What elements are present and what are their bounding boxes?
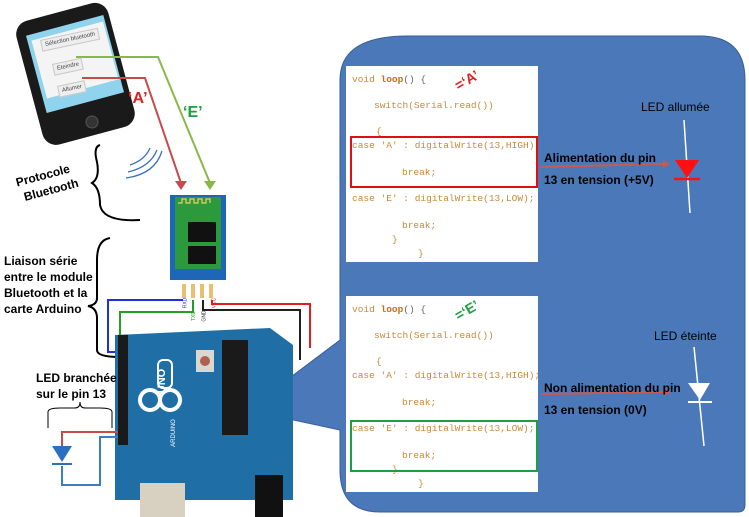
code-line: break; — [402, 167, 437, 178]
signal-line-a — [82, 77, 182, 184]
led-off-title: LED éteinte — [654, 329, 717, 343]
smartphone — [16, 2, 135, 145]
highlight-case-e — [350, 420, 538, 472]
code-line: void loop() { — [352, 74, 427, 85]
code-line: } — [418, 478, 424, 489]
arrow-led-on — [539, 163, 664, 168]
led-on-icon — [675, 160, 699, 178]
code-box-top: void loop() { switch(Serial.read()) { ca… — [346, 66, 541, 262]
highlight-case-a — [350, 136, 538, 188]
code-line: switch(Serial.read()) — [374, 330, 494, 341]
arduino-brand: ARDUINO — [170, 419, 177, 447]
code-line: case 'A' : digitalWrite(13,HIGH); — [352, 370, 541, 381]
wire-vcc — [211, 300, 311, 348]
wire-led-anode — [61, 431, 118, 446]
led-off-icon — [688, 383, 710, 400]
serial-link-label: Liaison série entre le module Bluetooth … — [4, 254, 93, 316]
code-line: break; — [402, 450, 437, 461]
signal-arrow-e — [204, 181, 216, 190]
annotation-a: =‘A’ — [451, 66, 482, 94]
code-line: } — [392, 234, 398, 245]
wire-led-cathode — [61, 436, 118, 486]
code-line: switch(Serial.read()) — [374, 100, 494, 111]
code-box-bottom: void loop() { switch(Serial.read()) { ca… — [346, 296, 541, 492]
brace-led — [47, 401, 113, 428]
bluetooth-waves-icon — [125, 147, 163, 179]
bluetooth-module — [170, 195, 226, 298]
wire-txd — [119, 300, 194, 340]
led-on-description: Alimentation du pin 13 en tension (+5V) — [544, 151, 656, 187]
led-on-title: LED allumée — [641, 100, 710, 114]
signal-arrow-a — [175, 181, 187, 190]
brace-bluetooth — [90, 144, 141, 222]
led-diode-icon — [52, 446, 72, 462]
code-line: break; — [402, 220, 437, 231]
code-line: void loop() { — [352, 304, 427, 315]
pin-label-rxd: RXD — [182, 297, 189, 309]
code-line: } — [392, 464, 398, 475]
code-line: { — [376, 126, 382, 137]
annotation-e: =‘E’ — [451, 296, 482, 324]
code-line: case 'E' : digitalWrite(13,LOW); — [352, 423, 535, 434]
pin-label-vcc: VCC — [211, 297, 218, 309]
signal-e-label: ‘E’ — [183, 104, 203, 121]
brace-serial — [87, 237, 121, 358]
arrow-led-off — [541, 391, 665, 395]
code-line: } — [418, 248, 424, 259]
code-line: case 'A' : digitalWrite(13,HIGH); — [352, 140, 541, 151]
code-line: break; — [402, 397, 437, 408]
wire-gnd — [202, 300, 301, 360]
arduino-board — [115, 328, 293, 517]
signal-line-e — [76, 56, 211, 184]
led-off-description: Non alimentation du pin 13 en tension (0… — [544, 381, 681, 417]
signal-a-label: ‘A’ — [128, 90, 148, 107]
led-pin-label: LED branchée sur le pin 13 — [36, 371, 117, 401]
pin-label-gnd: GND — [201, 310, 208, 322]
code-line: { — [376, 356, 382, 367]
pin-label-txd: TXD — [191, 311, 197, 321]
arduino-model: UNO — [156, 368, 169, 394]
code-line: case 'E' : digitalWrite(13,LOW); — [352, 193, 535, 204]
